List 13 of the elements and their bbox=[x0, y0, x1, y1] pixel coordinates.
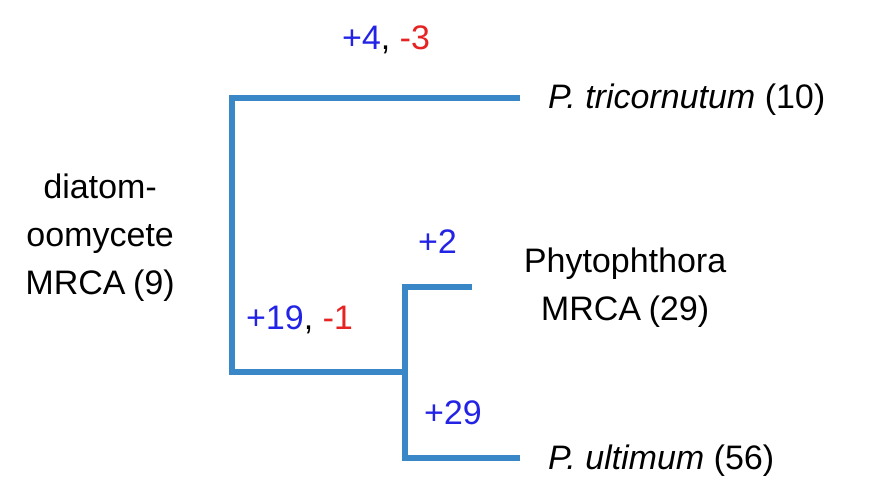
branch-label: +29 bbox=[424, 393, 482, 433]
tree-branch bbox=[408, 455, 520, 461]
tree-branch bbox=[408, 284, 472, 290]
taxon-label: P. tricornutum (10) bbox=[548, 77, 826, 118]
tree-branch bbox=[402, 284, 408, 461]
tree-branch bbox=[235, 95, 520, 101]
ancestor-label: diatom- oomycete MRCA (9) bbox=[24, 167, 176, 304]
branch-label: +2 bbox=[418, 222, 457, 262]
branch-label: +4, -3 bbox=[342, 18, 430, 58]
branch-label: +19, -1 bbox=[246, 298, 353, 338]
taxon-label: Phytophthora MRCA (29) bbox=[522, 241, 728, 330]
taxon-label: P. ultimum (56) bbox=[548, 438, 774, 479]
tree-branch bbox=[235, 369, 402, 375]
